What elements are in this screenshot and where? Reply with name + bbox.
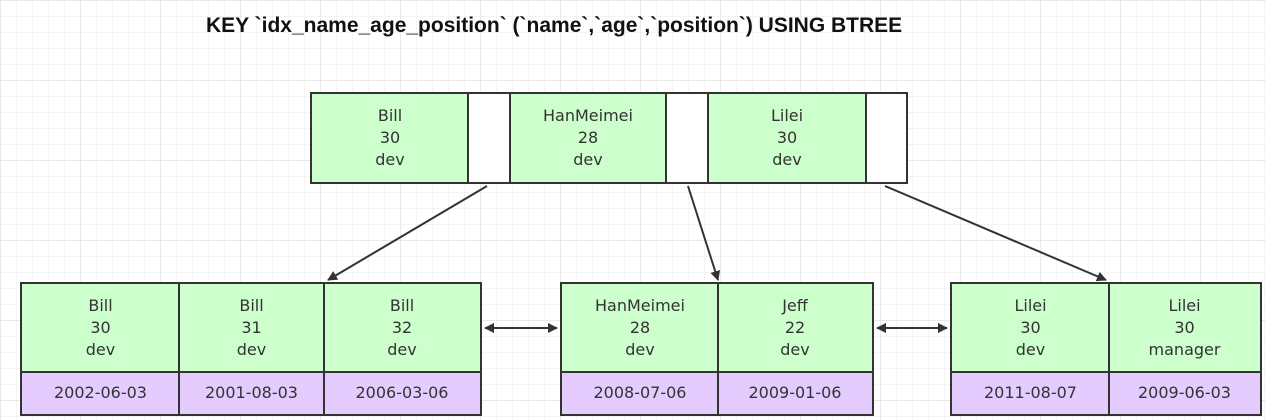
- leaf-key: Lilei 30 manager: [1109, 284, 1260, 372]
- divider: [509, 94, 511, 182]
- divider: [1108, 284, 1110, 414]
- key-age: 30: [1174, 318, 1195, 337]
- root-node: Bill 30 dev HanMeimei 28 dev Lilei 30 de…: [310, 92, 908, 184]
- leaf-node: HanMeimei 28 dev Jeff 22 dev 2008-07-06 …: [560, 282, 874, 416]
- leaf-data: 2001-08-03: [179, 372, 324, 414]
- leaf-key: HanMeimei 28 dev: [562, 284, 718, 372]
- leaf-key: Lilei 30 dev: [952, 284, 1109, 372]
- key-age: 31: [241, 318, 262, 337]
- key-age: 30: [776, 128, 798, 147]
- leaf-key: Bill 32 dev: [324, 284, 480, 372]
- key-name: Bill: [389, 296, 415, 315]
- root-key: Lilei 30 dev: [708, 94, 866, 182]
- key-name: HanMeimei: [543, 106, 633, 125]
- pointer-arrow: [884, 185, 1107, 282]
- root-pointer: [866, 94, 906, 182]
- leaf-node: Lilei 30 dev Lilei 30 manager 2011-08-07…: [950, 282, 1262, 416]
- leaf-key: Bill 30 dev: [22, 284, 179, 372]
- key-position: dev: [1015, 340, 1046, 359]
- key-name: Bill: [377, 106, 403, 125]
- divider: [22, 371, 480, 373]
- key-age: 30: [1020, 318, 1041, 337]
- key-name: Bill: [88, 296, 113, 315]
- leaf-data: 2006-03-06: [324, 372, 480, 414]
- divider: [467, 94, 469, 182]
- root-pointer: [666, 94, 708, 182]
- key-position: dev: [387, 340, 417, 359]
- key-age: 30: [379, 128, 401, 147]
- key-position: manager: [1148, 340, 1221, 359]
- key-name: HanMeimei: [595, 296, 685, 315]
- leaf-key: Bill 31 dev: [179, 284, 324, 372]
- key-name: Lilei: [770, 106, 804, 125]
- divider: [707, 94, 709, 182]
- leaf-key: Jeff 22 dev: [718, 284, 872, 372]
- leaf-data: 2009-01-06: [718, 372, 872, 414]
- key-position: dev: [625, 340, 655, 359]
- leaf-node: Bill 30 dev Bill 31 dev Bill 32 dev 2002…: [20, 282, 482, 416]
- key-position: dev: [236, 340, 267, 359]
- pointer-arrow: [327, 185, 488, 281]
- key-position: dev: [85, 340, 116, 359]
- key-age: 28: [629, 318, 651, 337]
- divider: [178, 284, 180, 414]
- divider: [952, 371, 1260, 373]
- key-name: Bill: [239, 296, 264, 315]
- divider: [665, 94, 667, 182]
- key-age: 32: [391, 318, 413, 337]
- pointer-arrow: [687, 185, 721, 281]
- divider: [323, 284, 325, 414]
- leaf-data: 2011-08-07: [952, 372, 1109, 414]
- key-age: 28: [577, 128, 599, 147]
- key-age: 30: [90, 318, 111, 337]
- root-pointer: [468, 94, 510, 182]
- leaf-data: 2008-07-06: [562, 372, 718, 414]
- key-name: Lilei: [1168, 296, 1201, 315]
- diagram-title: KEY `idx_name_age_position` (`name`,`age…: [206, 14, 903, 37]
- key-position: dev: [780, 340, 810, 359]
- divider: [865, 94, 867, 182]
- key-name: Jeff: [782, 296, 808, 315]
- leaf-data: 2002-06-03: [22, 372, 179, 414]
- root-key: Bill 30 dev: [312, 94, 468, 182]
- key-name: Lilei: [1014, 296, 1047, 315]
- divider: [717, 284, 719, 414]
- root-key: HanMeimei 28 dev: [510, 94, 666, 182]
- leaf-data: 2009-06-03: [1109, 372, 1260, 414]
- key-position: dev: [375, 150, 405, 169]
- key-age: 22: [784, 318, 806, 337]
- key-position: dev: [573, 150, 603, 169]
- key-position: dev: [772, 150, 802, 169]
